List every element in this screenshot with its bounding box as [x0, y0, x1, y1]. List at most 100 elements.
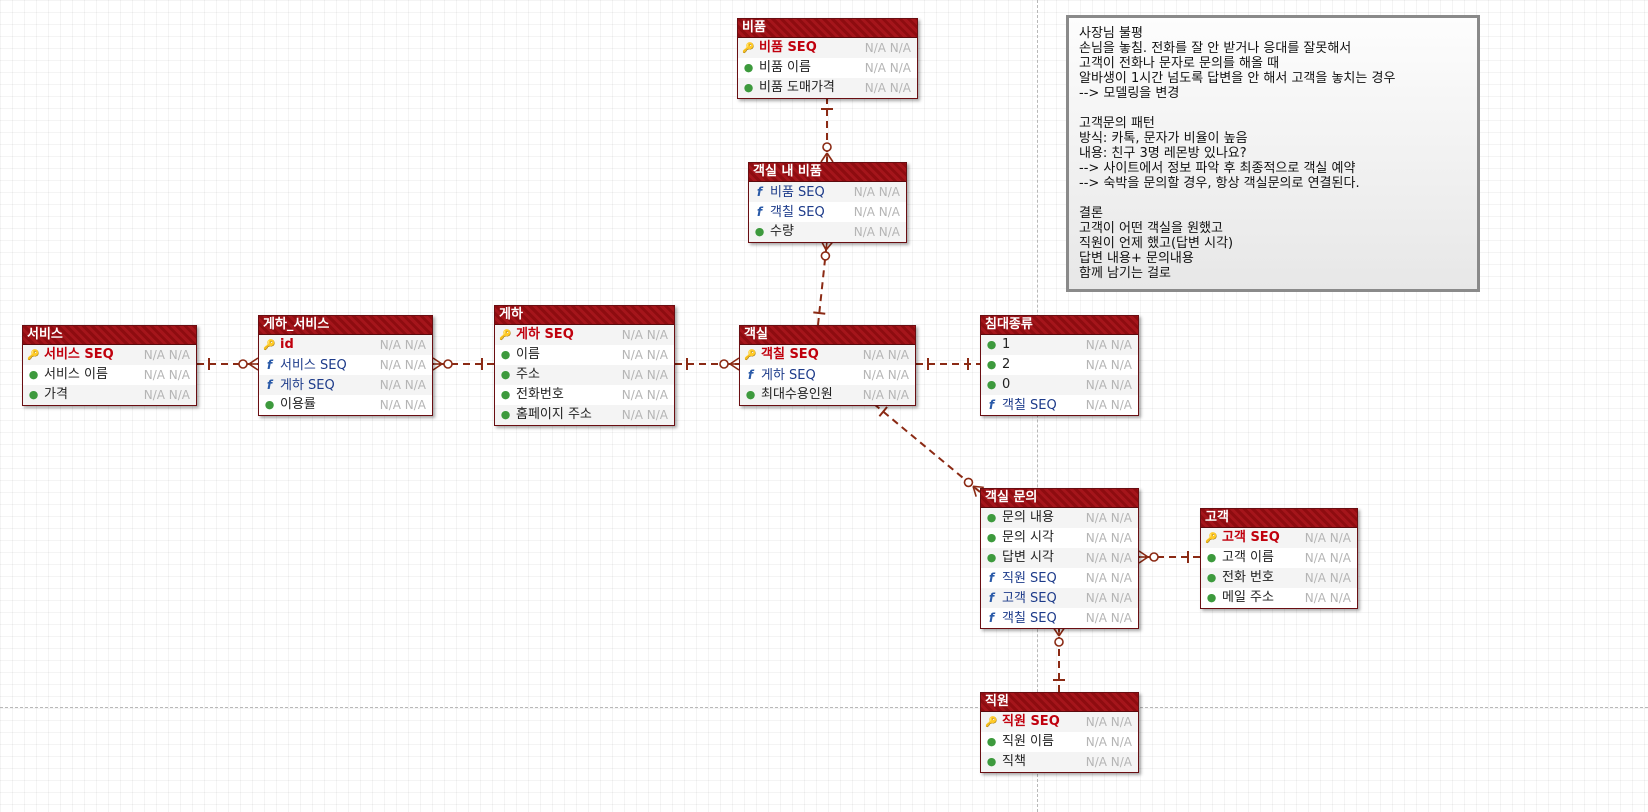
- entity-title[interactable]: 침대종류: [981, 316, 1138, 335]
- optional-marker: [719, 359, 729, 369]
- note-line: 사장님 불평: [1079, 26, 1143, 41]
- attribute-icon: ●: [986, 338, 997, 351]
- attribute-type: N/A N/A: [621, 368, 668, 382]
- optional-marker: [1054, 637, 1064, 647]
- entity-title[interactable]: 게하_서비스: [259, 316, 432, 335]
- note-line: --> 사이트에서 정보 파악 후 최종적으로 객실 예약: [1079, 161, 1356, 176]
- page-break-guide-horizontal: [0, 707, 1648, 708]
- attribute-name: 게하 SEQ: [761, 368, 816, 383]
- attribute-icon: ●: [986, 358, 997, 371]
- many-marker: [1138, 550, 1149, 558]
- entity-title[interactable]: 고객: [1201, 509, 1357, 528]
- foreign-key-icon: f: [756, 185, 763, 199]
- attribute-type: N/A N/A: [143, 368, 190, 382]
- attribute-type: N/A N/A: [1085, 338, 1132, 352]
- foreign-key-icon: f: [988, 591, 995, 605]
- attribute-icon: ●: [500, 388, 511, 401]
- attribute-type: N/A N/A: [1304, 551, 1351, 565]
- attribute-type: N/A N/A: [1304, 571, 1351, 585]
- attribute-type: N/A N/A: [864, 61, 911, 75]
- attribute-type: N/A N/A: [1085, 551, 1132, 565]
- note-line: 고객이 어떤 객실을 원했고: [1079, 221, 1223, 236]
- entity-title[interactable]: 직원: [981, 693, 1138, 712]
- primary-key-icon: 🔑: [1205, 533, 1218, 544]
- note-line: 알바생이 1시간 넘도록 답변을 안 해서 고객을 놓치는 경우: [1079, 71, 1396, 86]
- attribute-name: 직책: [1002, 754, 1026, 769]
- note-line: --> 숙박을 문의할 경우, 항상 객실문의로 연결된다.: [1079, 176, 1360, 191]
- attribute-icon: ●: [754, 225, 765, 238]
- attribute-name: 홈페이지 주소: [516, 407, 592, 422]
- entity-title[interactable]: 객실 내 비품: [749, 163, 906, 182]
- attribute-name: 서비스 SEQ: [280, 358, 347, 373]
- entity-title[interactable]: 객실: [740, 326, 915, 345]
- attribute-name: 수량: [770, 224, 794, 239]
- optional-marker: [963, 477, 974, 488]
- note-line: [1079, 191, 1467, 206]
- attribute-type: N/A N/A: [621, 348, 668, 362]
- optional-marker: [822, 142, 832, 152]
- entity-title[interactable]: 서비스: [23, 326, 196, 345]
- attribute-name: 객칠 SEQ: [1002, 611, 1057, 626]
- attribute-name: 비품 이름: [759, 60, 811, 75]
- attribute-type: N/A N/A: [1085, 755, 1132, 769]
- attribute-icon: ●: [1206, 551, 1217, 564]
- entity-title[interactable]: 객실 문의: [981, 489, 1138, 508]
- optional-marker: [443, 359, 453, 369]
- entity-title[interactable]: 비품: [738, 19, 917, 38]
- entity-title[interactable]: 게하: [495, 306, 674, 325]
- many-marker: [826, 152, 834, 163]
- note-line: --> 모델링을 변경: [1079, 86, 1180, 101]
- foreign-key-icon: f: [756, 205, 763, 219]
